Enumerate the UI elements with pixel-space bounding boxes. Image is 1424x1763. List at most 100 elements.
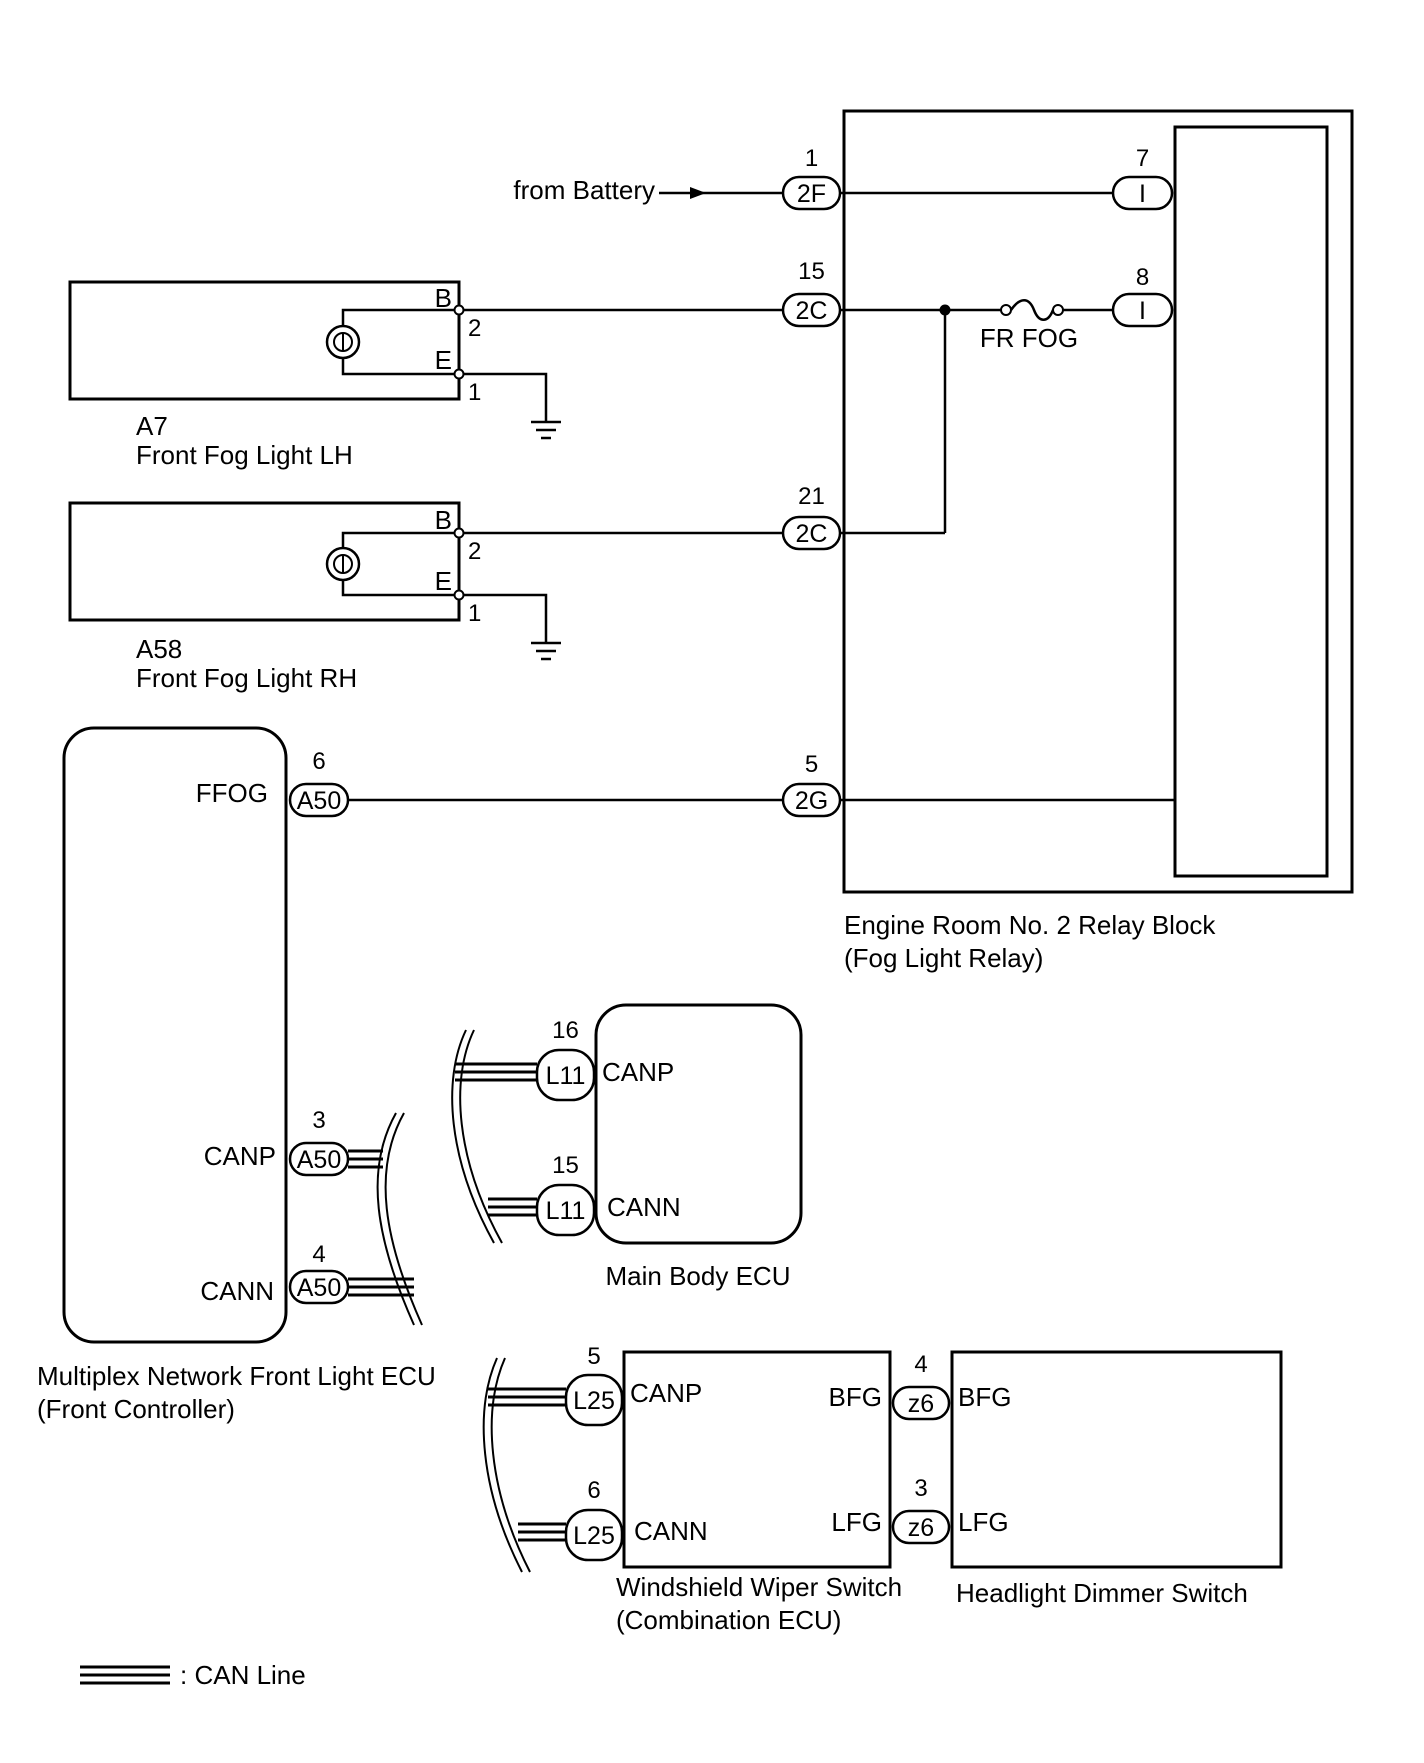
- connector-l11-15: L11 15: [535, 1152, 596, 1237]
- pin-number: 6: [587, 1477, 600, 1504]
- front-light-ecu-name: Multiplex Network Front Light ECU: [37, 1361, 436, 1391]
- wiper-switch: CANP CANN BFG LFG Windshield Wiper Switc…: [616, 1350, 902, 1635]
- terminal-dot: [453, 527, 465, 539]
- ground-icon: [531, 641, 561, 661]
- connector-2g: 2G 5: [781, 751, 842, 818]
- connector-a50-6: A50 6: [288, 748, 350, 818]
- fog-light-lh: B E 2 1 A7 Front Fog Light LH: [68, 280, 481, 470]
- pin-number: 1: [468, 600, 481, 627]
- fog-light-relay-box: [1173, 125, 1329, 878]
- front-light-ecu: FFOG CANP CANN Multiplex Network Front L…: [37, 726, 436, 1424]
- legend-label: : CAN Line: [180, 1660, 306, 1690]
- wiper-switch-subtitle: (Combination ECU): [616, 1605, 841, 1635]
- terminal-cann: CANN: [200, 1276, 274, 1306]
- connector-l11-16: L11 16: [535, 1017, 596, 1102]
- connector-z6-3: z6 3: [891, 1475, 951, 1545]
- dimmer-switch: BFG LFG Headlight Dimmer Switch: [950, 1350, 1283, 1608]
- connector-l25-5: L25 5: [564, 1343, 624, 1427]
- svg-text:L11: L11: [546, 1062, 586, 1090]
- terminal-e: E: [435, 345, 452, 375]
- connector-l25-6: L25 6: [564, 1477, 624, 1562]
- svg-text:A50: A50: [297, 1146, 341, 1174]
- wiper-switch-name: Windshield Wiper Switch: [616, 1572, 902, 1602]
- can-line-legend-icon: [80, 1665, 170, 1685]
- wire-rh-ground: [464, 593, 548, 643]
- connector-a50-4: A50 4: [288, 1241, 350, 1305]
- connector-2c-21: 2C 21: [781, 483, 842, 551]
- terminal-ffog: FFOG: [196, 778, 268, 808]
- terminal-dot: [453, 589, 465, 601]
- pin-number: 7: [1136, 145, 1149, 172]
- legend: : CAN Line: [80, 1660, 306, 1690]
- can-line-wiper-cann: [518, 1522, 566, 1542]
- connector-a50-3: A50 3: [288, 1107, 350, 1177]
- bulb-icon: [325, 546, 361, 582]
- pin-number: 3: [914, 1475, 927, 1502]
- connector-z6-4: z6 4: [891, 1351, 951, 1421]
- pin-number: 5: [805, 751, 818, 778]
- pin-number: 4: [914, 1351, 927, 1378]
- pin-number: 6: [312, 748, 325, 775]
- pin-number: 1: [805, 145, 818, 172]
- terminal-lfg: LFG: [958, 1507, 1009, 1537]
- ground-icon: [531, 420, 561, 440]
- relay-block-subtitle: (Fog Light Relay): [844, 943, 1043, 973]
- main-body-ecu: CANP CANN Main Body ECU: [594, 1003, 803, 1291]
- pin-number: 3: [312, 1107, 325, 1134]
- front-light-ecu-subtitle: (Front Controller): [37, 1394, 235, 1424]
- fog-light-lh-name: Front Fog Light LH: [136, 440, 353, 470]
- can-line-front-canp: [348, 1149, 383, 1169]
- fuse-label: FR FOG: [980, 323, 1078, 353]
- terminal-cann: CANN: [607, 1192, 681, 1222]
- svg-text:L11: L11: [546, 1197, 586, 1225]
- terminal-bfg: BFG: [958, 1382, 1011, 1412]
- pin-number: 2: [468, 538, 481, 565]
- fog-light-rh-name: Front Fog Light RH: [136, 663, 357, 693]
- terminal-b: B: [435, 505, 452, 535]
- battery-feed: from Battery: [513, 175, 783, 205]
- svg-text:I: I: [1139, 297, 1146, 325]
- terminal-lfg: LFG: [831, 1507, 882, 1537]
- can-line-wiper-canp: [488, 1387, 566, 1407]
- wire-break-icon: [482, 1357, 531, 1573]
- fog-light-lh-box: [68, 280, 461, 401]
- relay-block-name: Engine Room No. 2 Relay Block: [844, 910, 1216, 940]
- terminal-canp: CANP: [602, 1057, 674, 1087]
- front-light-ecu-box: [62, 726, 288, 1344]
- svg-text:2C: 2C: [796, 297, 828, 325]
- terminal-dot: [453, 368, 465, 380]
- relay-block: Engine Room No. 2 Relay Block (Fog Light…: [842, 109, 1354, 973]
- wiper-switch-box: [622, 1350, 892, 1569]
- pin-number: 5: [587, 1343, 600, 1370]
- fog-light-lh-id: A7: [136, 411, 168, 441]
- svg-text:L25: L25: [573, 1387, 615, 1415]
- main-body-ecu-box: [594, 1003, 803, 1245]
- terminal-canp: CANP: [204, 1141, 276, 1171]
- connector-2c-15: 2C 15: [781, 258, 842, 328]
- terminal-e: E: [435, 566, 452, 596]
- can-line-body-canp: [455, 1062, 537, 1082]
- wire-break-icon: [376, 1112, 423, 1326]
- terminal-dot: [453, 304, 465, 316]
- fog-light-rh: B E 2 1 A58 Front Fog Light RH: [68, 501, 481, 693]
- dimmer-switch-box: [950, 1350, 1283, 1569]
- svg-text:2C: 2C: [796, 520, 828, 548]
- svg-text:A50: A50: [297, 787, 341, 815]
- fog-light-rh-box: [68, 501, 461, 622]
- pin-number: 15: [552, 1152, 579, 1179]
- relay-pin-8: I 8: [1111, 264, 1174, 328]
- terminal-bfg: BFG: [829, 1382, 882, 1412]
- svg-text:L25: L25: [573, 1522, 615, 1550]
- battery-label: from Battery: [513, 175, 655, 205]
- svg-text:2G: 2G: [795, 787, 828, 815]
- pin-number: 21: [798, 483, 825, 510]
- svg-text:I: I: [1139, 180, 1146, 208]
- wire-lh-ground: [464, 372, 548, 422]
- can-line-body-cann: [488, 1197, 537, 1217]
- main-body-ecu-name: Main Body ECU: [606, 1261, 791, 1291]
- pin-number: 1: [468, 379, 481, 406]
- relay-pin-7: I 7: [1111, 145, 1174, 211]
- bulb-icon: [325, 324, 361, 360]
- terminal-cann: CANN: [634, 1516, 708, 1546]
